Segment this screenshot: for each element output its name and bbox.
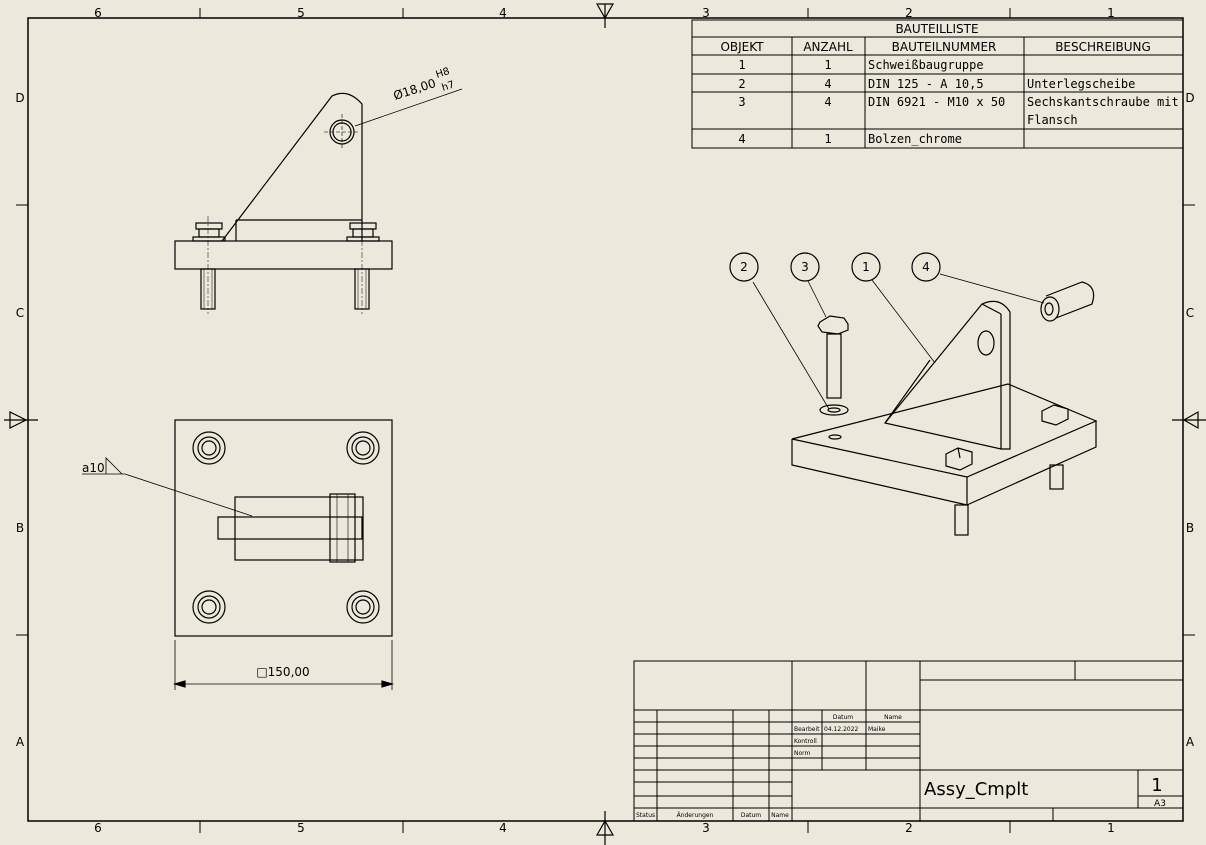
bom-cell-objekt: 4	[738, 132, 745, 146]
zone-row-label: B	[16, 521, 24, 535]
rev-status-label: Status	[636, 812, 655, 819]
title-author: Maike	[868, 726, 886, 733]
sheet-number: 1	[1151, 775, 1162, 796]
bom-cell-anzahl: 4	[824, 95, 831, 109]
bom-cell-nummer: Schweißbaugruppe	[868, 58, 984, 72]
bom-header-beschreibung: BESCHREIBUNG	[1055, 40, 1151, 54]
bom-table: BAUTEILLISTE OBJEKT ANZAHL BAUTEILNUMMER…	[691, 19, 1184, 149]
top-view	[82, 419, 395, 690]
title-kontroll-label: Kontroll	[794, 738, 817, 745]
balloon-4: 4	[922, 260, 930, 274]
hole-diameter-text: Ø18,00	[392, 76, 438, 103]
bom-header-nummer: BAUTEILNUMMER	[892, 40, 997, 54]
title-norm-label: Norm	[794, 750, 811, 757]
zone-col-label: 6	[94, 821, 102, 835]
zone-row-label: D	[1185, 91, 1194, 105]
zone-col-label: 5	[297, 821, 305, 835]
isometric-view	[729, 252, 1098, 536]
zone-col-label: 3	[702, 821, 710, 835]
square-dimension-text: □150,00	[256, 665, 309, 679]
zone-row-label: C	[16, 306, 24, 320]
zone-col-label: 6	[94, 6, 102, 20]
hole-dimension: Ø18,00 H8 h7	[392, 66, 456, 103]
zone-row-label: C	[1186, 306, 1194, 320]
bom-cell-anzahl: 4	[824, 77, 831, 91]
weld-symbol-text: a10	[82, 461, 105, 475]
bom-cell-anzahl: 1	[824, 58, 831, 72]
bom-header-objekt: OBJEKT	[720, 40, 764, 54]
tolerance-upper-text: H8	[435, 66, 452, 81]
bom-cell-nummer: DIN 6921 - M10 x 50	[868, 95, 1005, 109]
rev-name-label: Name	[771, 812, 789, 819]
zone-col-label: 5	[297, 6, 305, 20]
sheet-format: A3	[1154, 799, 1166, 809]
zone-col-label: 2	[905, 6, 913, 20]
rev-aenderungen-label: Änderungen	[677, 812, 714, 819]
bom-title: BAUTEILLISTE	[895, 22, 978, 36]
title-date: 04.12.2022	[824, 726, 859, 733]
zone-col-label: 4	[499, 821, 507, 835]
zone-col-label: 3	[702, 6, 710, 20]
balloon-3: 3	[801, 260, 809, 274]
title-name-label: Name	[884, 714, 902, 721]
front-view	[174, 88, 463, 314]
title-bearbeit-label: Bearbeit	[794, 726, 820, 733]
title-block	[633, 660, 1184, 822]
zone-row-label: A	[16, 735, 25, 749]
bom-cell-objekt: 2	[738, 77, 745, 91]
bom-cell-nummer: Bolzen_chrome	[868, 132, 962, 146]
bom-cell-beschreibung: Sechskantschraube mit	[1027, 95, 1179, 109]
zone-col-label: 2	[905, 821, 913, 835]
zone-row-label: A	[1186, 735, 1195, 749]
title-datum-label: Datum	[833, 714, 853, 721]
zone-col-label: 4	[499, 6, 507, 20]
zone-col-label: 1	[1107, 821, 1115, 835]
bom-cell-objekt: 3	[738, 95, 745, 109]
bom-cell-anzahl: 1	[824, 132, 831, 146]
bom-header-anzahl: ANZAHL	[803, 40, 853, 54]
zone-ticks	[16, 8, 1195, 833]
centering-marks	[4, 3, 1206, 845]
balloon-2: 2	[740, 260, 748, 274]
bom-cell-beschreibung: Unterlegscheibe	[1027, 77, 1135, 91]
bom-cell-objekt: 1	[738, 58, 745, 72]
rev-datum-label: Datum	[741, 812, 761, 819]
tolerance-lower-text: h7	[441, 79, 456, 93]
drawing-title: Assy_Cmplt	[924, 779, 1028, 800]
zone-row-label: D	[15, 91, 24, 105]
bolt-top	[192, 431, 380, 624]
balloon-1: 1	[862, 260, 870, 274]
zone-row-label: B	[1186, 521, 1194, 535]
bom-cell-beschreibung-cont: Flansch	[1027, 113, 1078, 127]
zone-col-label: 1	[1107, 6, 1115, 20]
bom-cell-nummer: DIN 125 - A 10,5	[868, 77, 984, 91]
